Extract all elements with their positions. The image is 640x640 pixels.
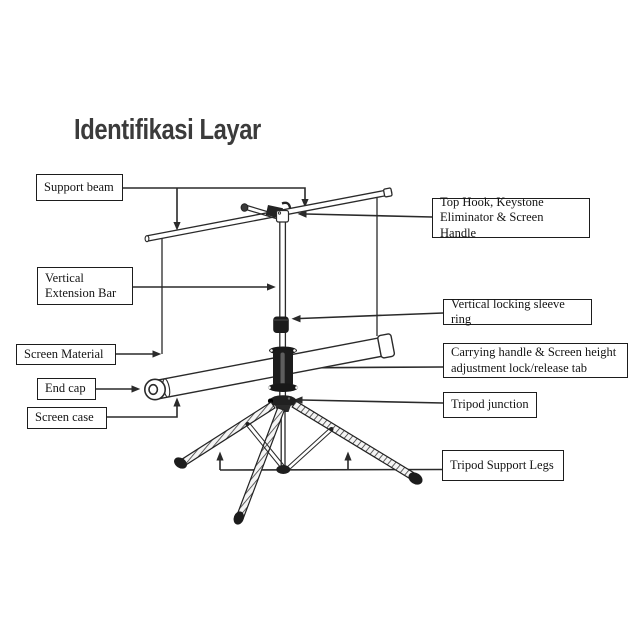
leader-lines xyxy=(96,187,444,471)
tripod-leg-front xyxy=(233,407,286,525)
vertical-extension-bar xyxy=(279,216,287,467)
vertical-locking-sleeve-ring xyxy=(273,316,289,333)
label-end-cap-text: End cap xyxy=(45,381,86,396)
screen-case xyxy=(144,333,396,401)
leader-locking-sleeve xyxy=(291,312,444,323)
tripod-leg-left xyxy=(174,401,276,469)
tripod-legs xyxy=(174,400,423,525)
label-screen-case-text: Screen case xyxy=(35,410,94,425)
label-tripod-junction-text: Tripod junction xyxy=(451,397,529,412)
leader-tripod-junction xyxy=(293,396,444,404)
label-tripod-support-legs: Tripod Support Legs xyxy=(442,450,564,481)
label-top-hook-text: Top Hook, Keystone Eliminator & Screen H… xyxy=(440,194,544,240)
leader-tripod-legs xyxy=(216,451,443,471)
label-support-beam: Support beam xyxy=(36,174,123,201)
end-cap xyxy=(144,378,167,401)
label-screen-material-text: Screen Material xyxy=(24,346,104,361)
label-tripod-support-legs-text: Tripod Support Legs xyxy=(450,457,554,472)
leader-screen-case xyxy=(107,397,181,418)
tripod-leg-right xyxy=(291,400,423,485)
label-vertical-locking-sleeve-ring-text: Vertical locking sleeve ring xyxy=(451,296,565,327)
top-hook-assembly xyxy=(240,201,292,223)
leader-top-hook xyxy=(297,210,433,218)
label-vertical-locking-sleeve-ring: Vertical locking sleeve ring xyxy=(443,296,592,327)
label-vertical-extension-bar: Vertical Extension Bar xyxy=(37,267,133,305)
leader-screen-material xyxy=(116,198,378,358)
label-screen-case: Screen case xyxy=(27,407,107,429)
label-carrying-handle-text: Carrying handle & Screen height adjustme… xyxy=(451,345,617,375)
leader-end-cap xyxy=(96,385,141,393)
label-tripod-junction: Tripod junction xyxy=(443,392,537,418)
label-vertical-extension-bar-text: Vertical Extension Bar xyxy=(45,270,117,301)
label-support-beam-text: Support beam xyxy=(44,179,114,194)
leg-braces xyxy=(245,422,334,474)
leader-vertical-extension-bar xyxy=(133,283,276,291)
page-title: Identifikasi Layar xyxy=(74,114,261,146)
leader-support-beam xyxy=(123,187,309,231)
label-top-hook: Top Hook, Keystone Eliminator & Screen H… xyxy=(432,195,590,240)
label-carrying-handle: Carrying handle & Screen height adjustme… xyxy=(443,343,628,378)
carrying-handle xyxy=(268,346,298,392)
label-end-cap: End cap xyxy=(37,378,96,400)
label-screen-material: Screen Material xyxy=(16,344,116,365)
